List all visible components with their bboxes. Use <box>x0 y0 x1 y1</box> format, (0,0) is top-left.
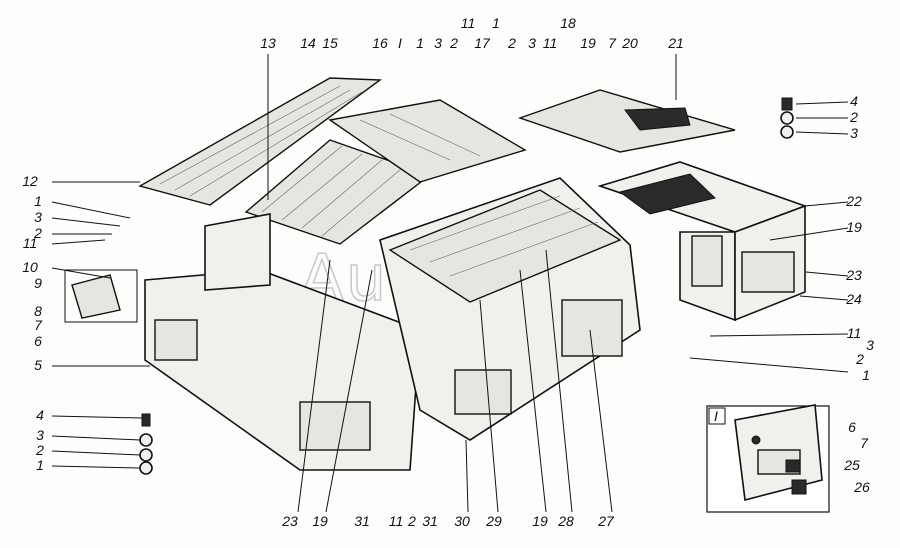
part-label-t30: 30 <box>454 513 470 529</box>
part-label-t1c: 1 <box>34 193 42 209</box>
part-label-t6b: 6 <box>848 419 856 435</box>
part-label-t1a: 1 <box>416 35 424 51</box>
cover-9 <box>64 269 138 323</box>
part-label-t7c: 7 <box>860 435 869 451</box>
part-label-t22: 22 <box>845 193 862 209</box>
fastener-stack-left <box>139 413 153 475</box>
part-label-t13: 13 <box>260 35 276 51</box>
part-label-t1b: 1 <box>492 15 500 31</box>
part-label-t25: 25 <box>843 457 860 473</box>
part-label-t4b: 4 <box>36 407 44 423</box>
part-label-t1e: 1 <box>36 457 44 473</box>
main-body <box>144 177 641 471</box>
part-label-t2f: 2 <box>35 442 44 458</box>
part-label-t17: 17 <box>474 35 491 51</box>
part-label-t19b: 19 <box>846 219 862 235</box>
part-label-t3e: 3 <box>866 337 874 353</box>
detail-view-label: I <box>714 408 718 424</box>
part-label-t7a: 7 <box>608 35 617 51</box>
part-label-t14: 14 <box>300 35 316 51</box>
part-label-t5: 5 <box>34 357 42 373</box>
part-label-t1d: 1 <box>862 367 870 383</box>
fastener-stack-right <box>780 97 794 139</box>
part-label-t19c: 19 <box>312 513 328 529</box>
part-label-t2d: 2 <box>33 225 42 241</box>
part-label-t10: 10 <box>22 259 38 275</box>
part-label-t21: 21 <box>667 35 684 51</box>
part-label-t16: 16 <box>372 35 388 51</box>
housing-right <box>597 161 808 322</box>
part-label-t2e: 2 <box>855 351 864 367</box>
part-label-t31a: 31 <box>354 513 370 529</box>
part-label-t6a: 6 <box>34 333 42 349</box>
part-label-t11d: 11 <box>847 325 862 341</box>
part-label-t9: 9 <box>34 275 42 291</box>
part-label-t2g: 2 <box>407 513 416 529</box>
part-label-t11a: 11 <box>461 15 476 31</box>
part-label-t3f: 3 <box>36 427 44 443</box>
part-label-t27: 27 <box>597 513 615 529</box>
part-label-t23b: 23 <box>281 513 298 529</box>
roof-panel-left <box>138 77 383 206</box>
part-label-t12: 12 <box>22 173 38 189</box>
part-label-t31b: 31 <box>422 513 438 529</box>
part-label-t3b: 3 <box>528 35 536 51</box>
part-label-t2a: 2 <box>449 35 458 51</box>
leader-lines <box>51 54 849 513</box>
part-label-t23a: 23 <box>845 267 862 283</box>
part-label-t11b: 11 <box>543 35 558 51</box>
part-label-t7b: 7 <box>34 317 43 333</box>
frame-upper-middle <box>328 99 527 183</box>
part-label-t15: 15 <box>322 35 338 51</box>
part-label-t29: 29 <box>485 513 502 529</box>
part-label-t11e: 11 <box>389 513 404 529</box>
detail-view-I: I <box>706 404 830 513</box>
part-label-t3a: 3 <box>434 35 442 51</box>
part-label-tI: I <box>398 35 402 51</box>
part-label-t24: 24 <box>845 291 862 307</box>
part-label-t26: 26 <box>853 479 870 495</box>
part-label-t18: 18 <box>560 15 576 31</box>
part-label-t20: 20 <box>621 35 638 51</box>
part-label-t2c: 2 <box>849 109 858 125</box>
part-label-t28: 28 <box>557 513 574 529</box>
part-label-t4a: 4 <box>850 93 858 109</box>
part-label-t19a: 19 <box>580 35 596 51</box>
part-label-t3c: 3 <box>850 125 858 141</box>
part-label-t8: 8 <box>34 303 42 319</box>
part-label-t19d: 19 <box>532 513 548 529</box>
part-label-t2b: 2 <box>507 35 516 51</box>
top-panel-center <box>244 139 432 245</box>
part-label-t11c: 11 <box>23 235 38 251</box>
panel-21 <box>517 89 736 153</box>
part-label-t3d: 3 <box>34 209 42 225</box>
